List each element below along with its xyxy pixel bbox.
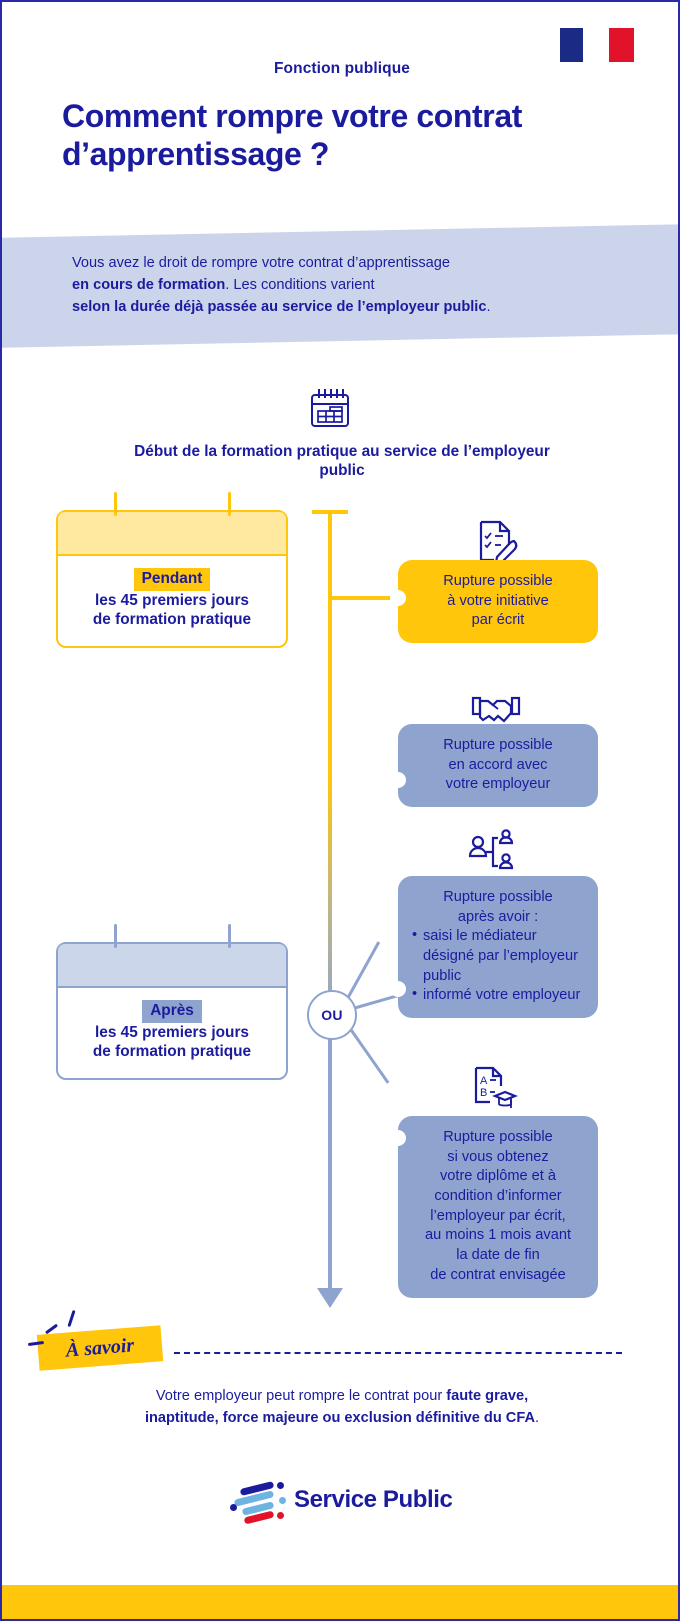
calendar-card-body: Pendant les 45 premiers jours de formati…: [58, 556, 286, 646]
calendar-rings: [58, 492, 286, 516]
callout-mediateur: Rupture possible après avoir : saisi le …: [390, 876, 598, 1019]
callout-bullet: informé votre employeur: [412, 985, 584, 1006]
checklist-pen-icon: [479, 520, 518, 565]
callout-line-6: au moins 1 mois avant: [424, 1227, 571, 1244]
callout-bullet-list: saisi le médiateur désigné par l’employe…: [412, 926, 584, 1006]
callout-accord: Rupture possible en accord avec votre em…: [390, 724, 598, 808]
card-line-2: de formation pratique: [92, 1043, 252, 1061]
eyebrow-label: Fonction publique: [273, 60, 410, 77]
note-part-1: Votre employeur peut rompre le contrat p…: [155, 1388, 447, 1404]
intro-line-2-bold: en cours de formation: [72, 277, 226, 294]
svg-text:A: A: [480, 1075, 488, 1087]
callout-line-5: l’employeur par écrit,: [430, 1207, 566, 1224]
connector-to-diplome: [346, 1024, 390, 1084]
intro-paragraph: Vous avez le droit de rompre votre contr…: [72, 252, 632, 319]
calendar-card-body: Après les 45 premiers jours de formation…: [58, 988, 286, 1078]
card-chip-pendant: Pendant: [133, 568, 211, 591]
french-republic-flag-icon: [560, 28, 634, 62]
calendar-card-pendant: Pendant les 45 premiers jours de formati…: [56, 492, 288, 649]
calendar-rings: [58, 924, 286, 948]
timeline-start-label: Début de la formation pratique au servic…: [134, 443, 550, 480]
callout-line-3: votre employeur: [445, 776, 551, 793]
intro-banner-background: [2, 224, 678, 348]
callout-bullet: saisi le médiateur désigné par l’employe…: [412, 926, 584, 986]
calendar-icon: [311, 389, 349, 427]
connector-to-initiative: [330, 596, 404, 600]
callout-heading-2: après avoir :: [457, 908, 539, 925]
note-end: .: [534, 1409, 540, 1426]
service-public-logo: Service Public: [230, 1476, 460, 1525]
card-line-2: de formation pratique: [92, 611, 252, 629]
callout-line-1: Rupture possible: [443, 737, 553, 753]
bottom-accent-bar: [2, 1585, 678, 1619]
intro-line-3-rest: .: [486, 299, 491, 316]
connector-dot: [390, 981, 406, 997]
a-savoir-note: Votre employeur peut rompre le contrat p…: [62, 1386, 622, 1430]
service-public-logo-icon: [230, 1479, 286, 1525]
timeline-arrow-icon: [317, 1288, 343, 1308]
sparkle-line-icon: [67, 1309, 76, 1328]
callout-line-2: si vous obtenez: [447, 1148, 549, 1165]
callout-diplome: Rupture possible si vous obtenez votre d…: [390, 1116, 598, 1298]
or-node: OU: [307, 990, 357, 1040]
callout-heading-1: Rupture possible: [443, 889, 553, 905]
calendar-card-apres: Après les 45 premiers jours de formation…: [56, 924, 288, 1081]
card-line-1: les 45 premiers jours: [95, 1023, 249, 1041]
callout-line-4: condition d’informer: [434, 1188, 562, 1205]
callout-line-8: de contrat envisagée: [430, 1266, 566, 1283]
a-savoir-badge: À savoir: [36, 1325, 164, 1371]
svg-text:B: B: [480, 1087, 487, 1099]
calendar-card-header: [58, 512, 286, 556]
note-bold-1: faute grave,: [446, 1388, 529, 1404]
dashed-divider: [174, 1352, 622, 1354]
note-bold-2: inaptitude, force majeure ou exclusion d…: [144, 1409, 535, 1426]
intro-line-2-rest: . Les conditions varient: [225, 277, 375, 294]
calendar-card-header: [58, 944, 286, 988]
callout-line-2: en accord avec: [448, 756, 548, 773]
connector-dot: [390, 1130, 406, 1146]
callout-line-1: Rupture possible: [443, 1129, 553, 1145]
callout-line-1: Rupture possible: [443, 573, 553, 589]
timeline-spine: [328, 510, 332, 1292]
handshake-icon: [471, 696, 521, 723]
connector-dot: [390, 772, 406, 788]
callout-line-3: par écrit: [471, 612, 525, 629]
callout-line-3: votre diplôme et à: [439, 1168, 556, 1185]
page-title: Comment rompre votre contrat d’apprentis…: [62, 98, 522, 172]
callout-line-2: à votre initiative: [447, 592, 549, 609]
connector-dot: [390, 590, 406, 606]
logo-wordmark: Service Public: [294, 1486, 453, 1513]
card-line-1: les 45 premiers jours: [95, 591, 249, 609]
mediator-people-icon: [468, 829, 514, 870]
intro-line-3-bold: selon la durée déjà passée au service de…: [72, 299, 487, 316]
diploma-graduation-icon: A B: [474, 1066, 518, 1108]
intro-line-1: Vous avez le droit de rompre votre contr…: [72, 255, 451, 271]
callout-initiative: Rupture possible à votre initiative par …: [390, 560, 598, 644]
card-chip-apres: Après: [142, 1000, 202, 1023]
callout-line-7: la date de fin: [456, 1247, 540, 1264]
